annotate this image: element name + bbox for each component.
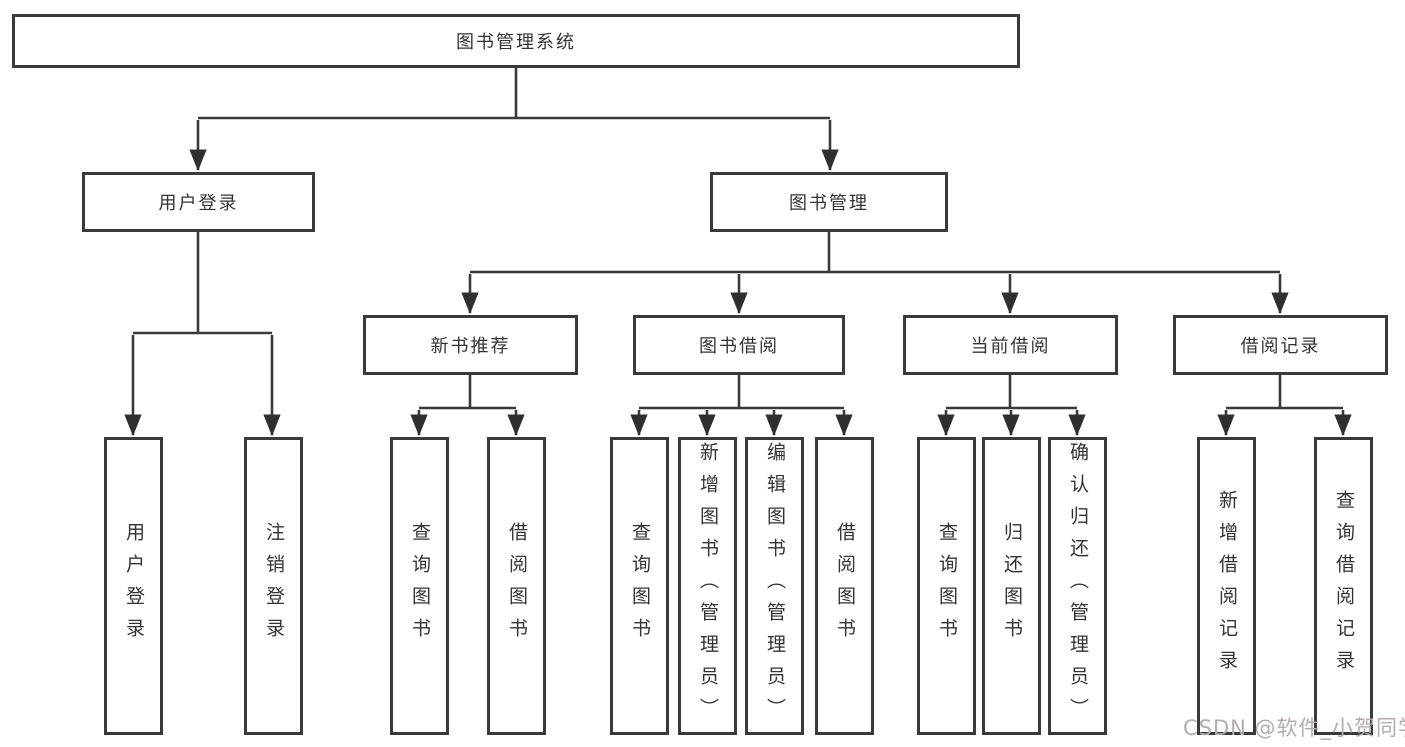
node-book-management: 图书管理 (710, 172, 948, 232)
csdn-watermark: CSDN @软件_小贺同学 (1183, 716, 1405, 740)
leaf-query-books-1: 查询图书 (390, 437, 449, 735)
leaf-query-books-2: 查询图书 (610, 437, 669, 735)
node-borrowing-records: 借阅记录 (1173, 315, 1388, 375)
connector-new-book-rec-bar (419, 375, 516, 410)
leaf-edit-books-admin: 编辑图书（管理员） (745, 437, 804, 735)
leaf-add-books-admin: 新增图书（管理员） (678, 437, 737, 735)
leaf-borrow-books-1: 借阅图书 (487, 437, 546, 735)
leaf-query-borrow-record: 查询借阅记录 (1314, 437, 1373, 735)
leaf-query-books-3: 查询图书 (917, 437, 976, 735)
leaf-confirm-return-admin: 确认归还（管理员） (1048, 437, 1107, 735)
leaf-borrow-books-2: 借阅图书 (815, 437, 874, 735)
node-current-borrowing: 当前借阅 (903, 315, 1118, 375)
node-root-library-system: 图书管理系统 (12, 14, 1020, 68)
leaf-add-borrow-record: 新增借阅记录 (1197, 437, 1256, 735)
leaf-user-login: 用户登录 (104, 437, 163, 735)
node-book-borrowing: 图书借阅 (633, 315, 845, 375)
connector-book-borrow-bar (639, 375, 844, 410)
node-new-book-recommendation: 新书推荐 (363, 315, 578, 375)
leaf-logout: 注销登录 (244, 437, 303, 735)
connector-current-borrow-bar (946, 375, 1077, 410)
connector-user-login-bar (133, 232, 272, 335)
connector-root-bar (198, 68, 830, 120)
connector-borrow-records-bar (1226, 375, 1343, 410)
connector-book-mgmt-bar (470, 232, 1280, 274)
node-user-login: 用户登录 (82, 172, 315, 232)
leaf-return-books: 归还图书 (982, 437, 1041, 735)
